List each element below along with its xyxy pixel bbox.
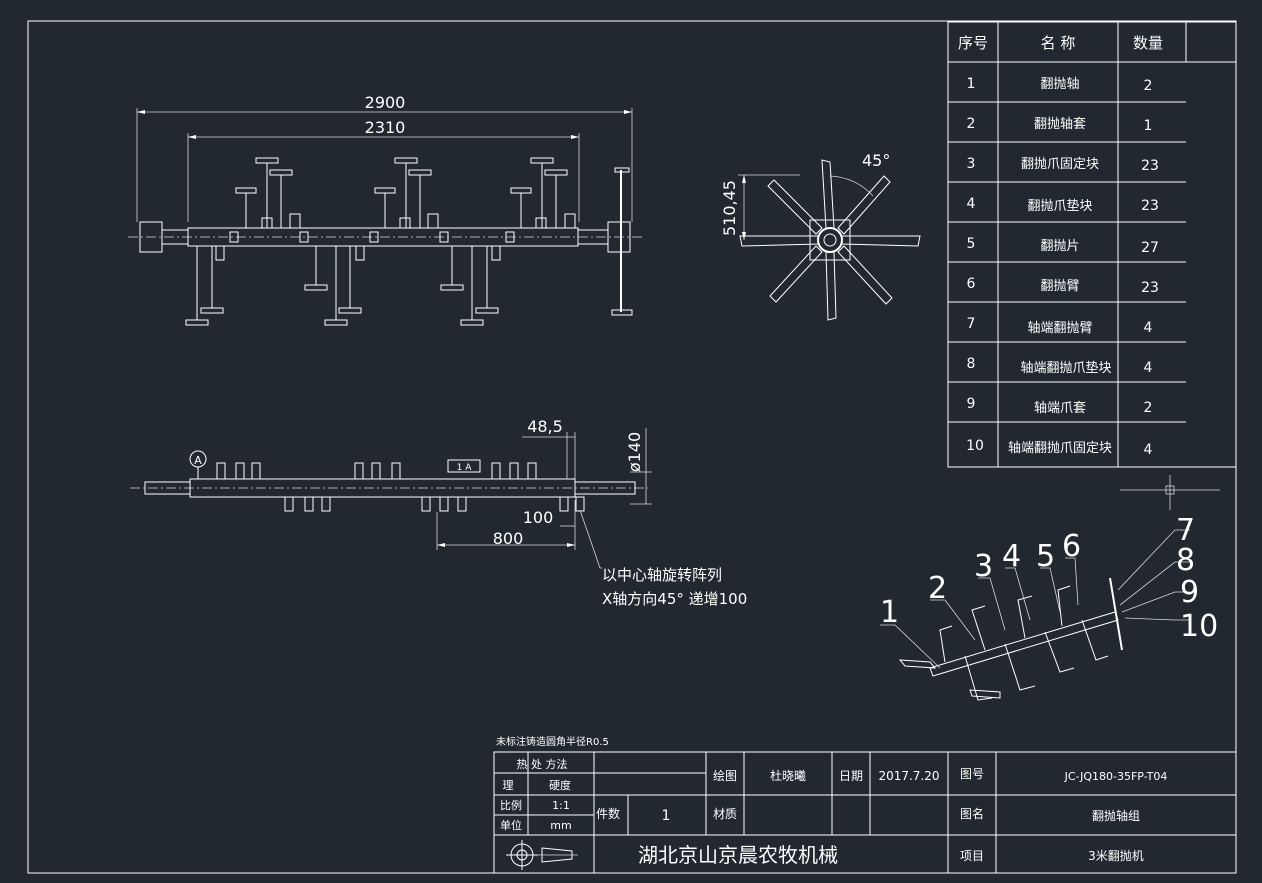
table-row-qty: 1	[1144, 118, 1153, 134]
date-value: 2017.7.20	[878, 769, 939, 783]
balloon-4: 4	[1002, 539, 1021, 574]
iso-shaft	[929, 611, 1119, 677]
iso-paddles	[898, 577, 1123, 701]
table-row-qty: 2	[1144, 78, 1153, 94]
table-header-qty: 数量	[1133, 34, 1163, 52]
name-value: 翻抛轴组	[1092, 808, 1140, 823]
note-line-1: 以中心轴旋转阵列	[602, 566, 722, 584]
top-paddles-down	[185, 246, 633, 326]
drawing-no-label: 图号	[960, 767, 984, 781]
table-row-no: 1	[967, 76, 976, 92]
hub-outer	[817, 227, 843, 253]
table-header-no: 序号	[958, 34, 988, 52]
table-row-name: 轴端翻抛爪固定块	[1008, 441, 1112, 456]
table-row-qty: 2	[1144, 400, 1153, 416]
table-row-name: 翻抛爪垫块	[1027, 198, 1092, 214]
dim-overall-text: 2900	[365, 93, 406, 112]
table-row-no: 8	[967, 356, 976, 372]
drawn-by: 杜晓曦	[770, 768, 806, 783]
count-label: 件数	[596, 806, 620, 821]
table-row-no: 2	[967, 116, 976, 132]
datum-label: A	[194, 454, 202, 467]
scale-label: 比例	[500, 798, 522, 812]
table-row-no: 7	[967, 316, 976, 332]
hardness-label: 硬度	[549, 778, 571, 792]
scale-value: 1:1	[552, 799, 570, 812]
general-note: 未标注铸造圆角半径R0.5	[496, 735, 609, 748]
table-row-qty: 23	[1141, 280, 1159, 296]
dim-height-text: 510,45	[720, 180, 739, 236]
balloon-2: 2	[928, 571, 947, 606]
balloon-1: 1	[880, 595, 899, 630]
table-row-qty: 4	[1144, 360, 1153, 376]
unit-value: mm	[550, 819, 571, 832]
table-row-qty: 4	[1144, 442, 1153, 458]
table-row-name: 翻抛轴	[1040, 77, 1079, 92]
table-row-name: 翻抛片	[1040, 239, 1079, 254]
title-block: 未标注铸造圆角半径R0.5 热 处 方法 理 硬度 比例 1:1 单位 mm 件…	[493, 735, 1237, 874]
table-row-name: 翻抛爪固定块	[1021, 157, 1099, 172]
balloon-10: 10	[1180, 609, 1218, 644]
dim-100-text: 100	[523, 508, 554, 527]
table-row-name: 翻抛臂	[1040, 279, 1079, 294]
material-label: 材质	[713, 807, 737, 821]
balloon-7: 7	[1176, 513, 1195, 548]
dim-inner-text: 2310	[365, 118, 406, 137]
isometric-view: 1 2 3 4 5 6 7 8 9 10	[880, 475, 1220, 701]
dim-dia-text: ø140	[625, 432, 644, 472]
radial-arms	[739, 159, 921, 321]
table-row-no: 10	[966, 438, 984, 454]
count-value: 1	[662, 808, 671, 824]
name-label: 图名	[960, 806, 984, 821]
top-blocks	[215, 213, 576, 261]
balloon-6: 6	[1062, 529, 1081, 564]
table-row-no: 6	[967, 276, 976, 292]
company-name: 湖北京山京晨农牧机械	[638, 843, 838, 867]
section-blocks	[216, 462, 585, 512]
heat-treatment-label: 热 处 方法	[517, 757, 568, 771]
top-paddles-up	[235, 157, 630, 312]
balloon-3: 3	[974, 549, 993, 584]
project-value: 3米翻抛机	[1088, 848, 1144, 863]
section-view: A 1 A 48,5 ø140 100 800 以中心轴旋转阵列 X轴方向45°…	[130, 417, 747, 608]
table-row-name: 轴端爪套	[1034, 400, 1086, 416]
project-label: 项目	[960, 849, 984, 863]
table-row-qty: 23	[1141, 198, 1159, 214]
side-view: 510,45 45°	[720, 151, 921, 321]
drawn-label: 绘图	[713, 768, 737, 783]
drawing-no: JC-JQ180-35FP-T04	[1064, 770, 1168, 783]
table-row-no: 4	[967, 196, 976, 212]
table-header-name: 名 称	[1041, 34, 1076, 52]
parts-table: 序号 名 称 数量 1 翻抛轴 2 2 翻抛轴套 1 3 翻抛爪固定块 23 4…	[947, 21, 1237, 468]
svg-text:理: 理	[503, 779, 514, 792]
balloon-8: 8	[1176, 543, 1195, 578]
balloon-9: 9	[1180, 575, 1199, 610]
projection-symbol-icon	[506, 840, 578, 870]
note-line-2: X轴方向45° 递增100	[602, 590, 747, 608]
unit-label: 单位	[500, 818, 522, 832]
balloon-5: 5	[1036, 539, 1055, 574]
table-row-name: 翻抛轴套	[1034, 116, 1086, 132]
table-row-no: 3	[967, 156, 976, 172]
table-row-name: 轴端翻抛臂	[1027, 321, 1092, 336]
table-row-no: 5	[967, 236, 976, 252]
top-view: 2900 2310	[128, 93, 642, 326]
dim-48-text: 48,5	[527, 417, 563, 436]
svg-text:1 A: 1 A	[457, 463, 473, 473]
balloon-leaders	[880, 529, 1190, 669]
table-row-qty: 4	[1144, 320, 1153, 336]
table-row-no: 9	[967, 396, 976, 412]
angle-text: 45°	[862, 151, 890, 170]
table-row-name: 轴端翻抛爪垫块	[1020, 360, 1111, 376]
tolerance-box	[447, 459, 481, 473]
dim-800-text: 800	[493, 529, 524, 548]
table-row-qty: 23	[1141, 158, 1159, 174]
date-label: 日期	[839, 769, 863, 783]
table-row-qty: 27	[1141, 240, 1159, 256]
